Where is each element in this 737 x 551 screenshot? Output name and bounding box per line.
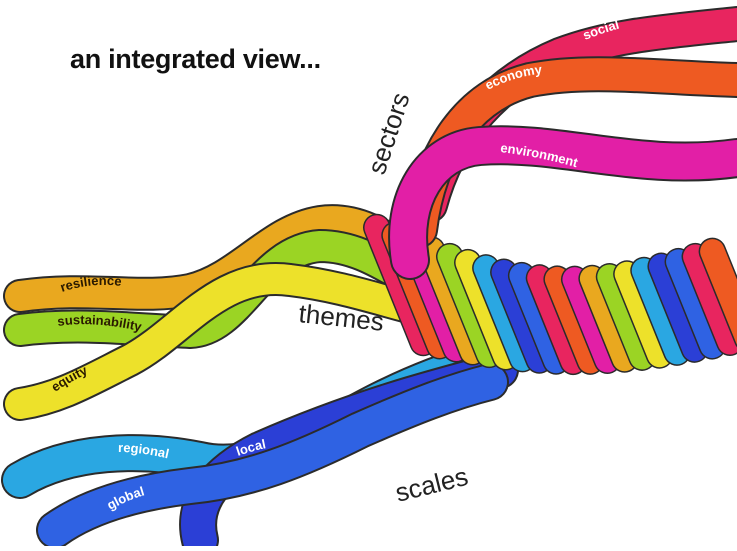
group-label-scales: scales <box>392 461 471 508</box>
group-label-sectors: sectors <box>361 89 415 178</box>
sectors-strands <box>408 24 737 260</box>
diagram-heading: an integrated view... <box>70 44 321 75</box>
